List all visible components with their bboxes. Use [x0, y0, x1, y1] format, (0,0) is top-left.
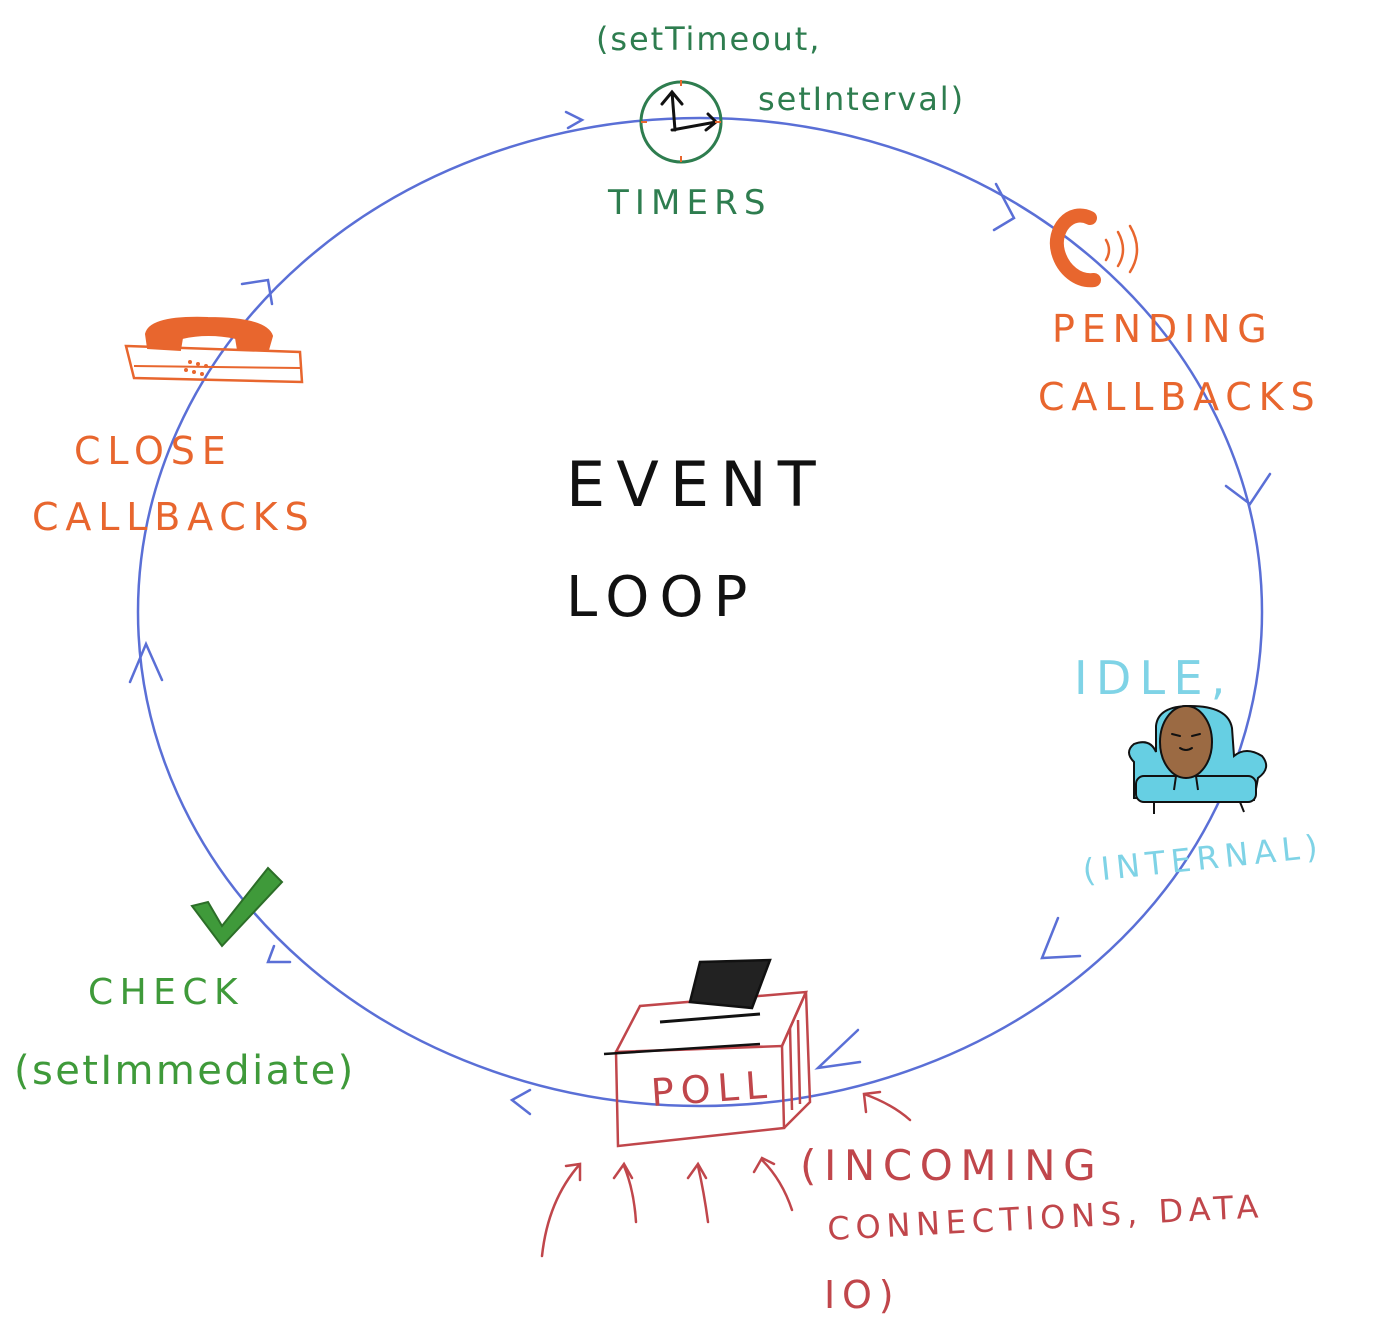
poll-note-line2: CONNECTIONS, DATA: [826, 1187, 1264, 1248]
timers-label: TIMERS: [607, 183, 772, 223]
check-label: CHECK: [88, 972, 244, 1013]
close-label-line1: CLOSE: [74, 429, 233, 473]
pending-label-line2: CALLBACKS: [1038, 375, 1321, 419]
arrow-right: [1224, 472, 1272, 506]
desk-laptop-icon: [603, 958, 812, 1148]
center-title-line1: EVENT: [566, 448, 827, 521]
poll-note-line3: IO): [824, 1273, 900, 1317]
idle-label: IDLE,: [1074, 651, 1234, 705]
telephone-icon: [124, 316, 304, 384]
loop-arrows: [128, 110, 1272, 1116]
arrow-upper-left: [240, 278, 274, 306]
timers-api-line2: setInterval): [758, 80, 965, 118]
clock-icon: [639, 80, 723, 164]
checkmark-icon: [190, 866, 284, 948]
timers-api-line1: (setTimeout,: [596, 20, 821, 58]
arrow-lower-right: [1040, 916, 1082, 960]
pending-label-line1: PENDING: [1052, 307, 1274, 351]
idle-internal-label: (INTERNAL): [1081, 827, 1325, 890]
arrow-top: [564, 110, 585, 130]
incoming-arrows: [540, 1090, 912, 1258]
arrow-into-poll: [814, 1028, 862, 1070]
potato-on-couch-icon: [1128, 704, 1268, 814]
arrow-left: [128, 640, 164, 684]
arrow-lower-left: [266, 944, 292, 964]
arrow-top-right: [992, 182, 1016, 232]
center-title-line2: LOOP: [566, 565, 757, 630]
close-label-line2: CALLBACKS: [32, 495, 315, 539]
loop-circle: [136, 116, 1264, 1108]
poll-note-line1: (INCOMING: [800, 1141, 1103, 1190]
check-api-label: (setImmediate): [14, 1048, 356, 1094]
poll-box-label: POLL: [650, 1063, 775, 1115]
ringing-phone-icon: [1049, 208, 1139, 288]
arrow-bottom-left: [509, 1088, 532, 1116]
